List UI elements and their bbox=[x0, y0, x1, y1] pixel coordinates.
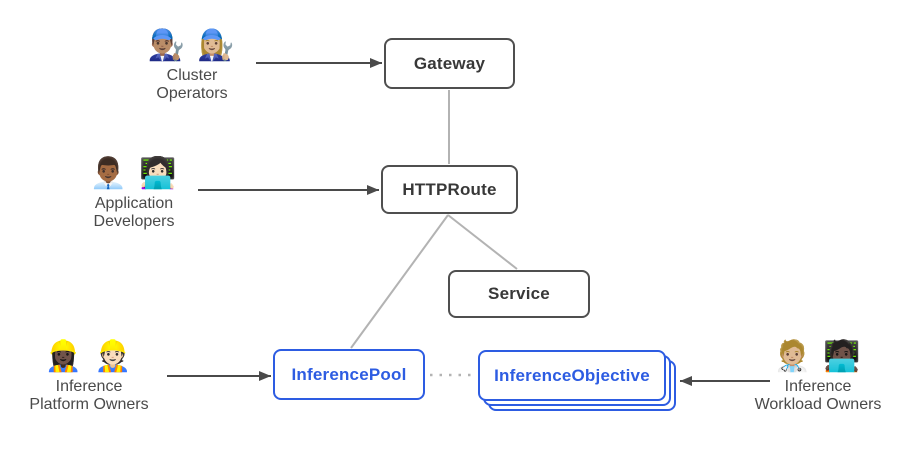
cluster-operators-emoji: 👨🏽‍🔧 👩🏼‍🔧 bbox=[147, 29, 237, 62]
inference-workload-owners-label-line2: Workload Owners bbox=[754, 396, 882, 413]
cluster-operators-label-line2: Operators bbox=[156, 85, 228, 102]
node-gateway: Gateway bbox=[384, 38, 515, 89]
node-httproute: HTTPRoute bbox=[381, 165, 518, 214]
node-inferencepool: InferencePool bbox=[273, 349, 425, 400]
inference-platform-owners-label-line1: Inference bbox=[55, 378, 123, 395]
actor-cluster-operators: 👨🏽‍🔧 👩🏼‍🔧 Cluster Operators bbox=[112, 25, 272, 103]
httproute-inferencepool-connector bbox=[350, 214, 449, 349]
node-inferenceobjective: InferenceObjective bbox=[478, 350, 666, 401]
inference-platform-owners-label-line2: Platform Owners bbox=[29, 396, 149, 413]
cluster-operators-label-line1: Cluster bbox=[166, 67, 218, 84]
node-inferenceobjective-stack: InferenceObjective bbox=[478, 350, 676, 411]
inference-workload-owners-label-line1: Inference bbox=[784, 378, 852, 395]
inference-workload-owners-emoji: 🧑🏼‍⚕️ 🧑🏿‍💻 bbox=[773, 340, 863, 373]
actor-application-developers: 👨🏾‍💼 👩🏻‍💻 Application Developers bbox=[54, 153, 214, 231]
node-gateway-label: Gateway bbox=[413, 53, 486, 73]
node-inferencepool-label: InferencePool bbox=[291, 364, 407, 384]
actor-inference-platform-owners: 👷🏿‍♀️ 👷🏻 Inference Platform Owners bbox=[9, 336, 169, 414]
node-service-label: Service bbox=[488, 284, 550, 303]
node-httproute-label: HTTPRoute bbox=[402, 179, 497, 199]
application-developers-label-line1: Application bbox=[94, 195, 174, 212]
application-developers-emoji: 👨🏾‍💼 👩🏻‍💻 bbox=[89, 157, 179, 190]
application-developers-label-line2: Developers bbox=[93, 213, 175, 230]
node-inferenceobjective-label: InferenceObjective bbox=[494, 365, 650, 385]
inference-platform-owners-emoji: 👷🏿‍♀️ 👷🏻 bbox=[44, 340, 134, 373]
actor-inference-workload-owners: 🧑🏼‍⚕️ 🧑🏿‍💻 Inference Workload Owners bbox=[738, 336, 898, 414]
httproute-service-connector bbox=[447, 214, 518, 270]
node-service: Service bbox=[448, 270, 590, 318]
